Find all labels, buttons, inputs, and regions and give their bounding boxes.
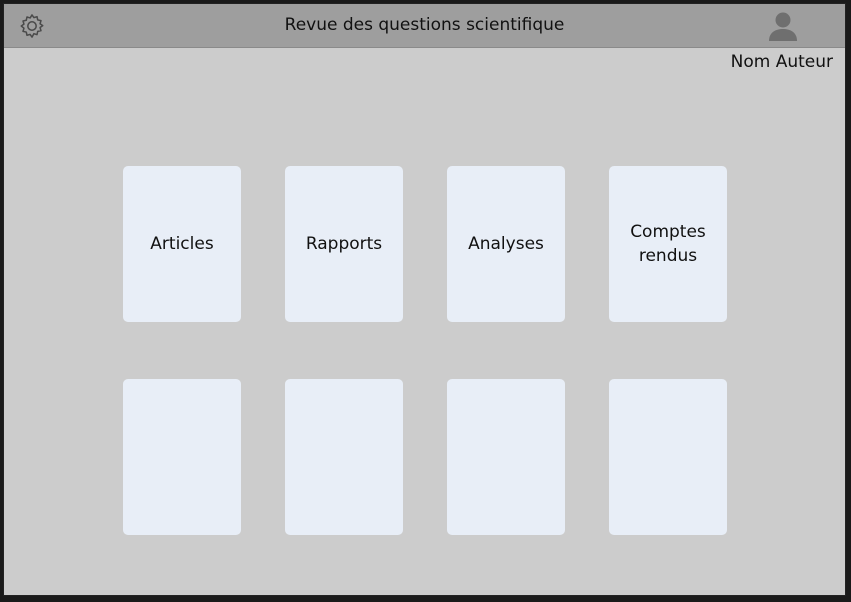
card-comptes-rendus[interactable]: Comptes rendus (609, 166, 727, 322)
card-analyses[interactable]: Analyses (447, 166, 565, 322)
app-window: Revue des questions scientifique Nom Aut… (3, 3, 846, 596)
gear-icon[interactable] (18, 12, 46, 40)
card-label: Rapports (305, 234, 383, 254)
card-rapports[interactable]: Rapports (285, 166, 403, 322)
card-articles[interactable]: Articles (123, 166, 241, 322)
user-icon[interactable] (768, 10, 798, 42)
card-label: Articles (150, 234, 214, 254)
card-empty-3[interactable] (447, 379, 565, 535)
author-name[interactable]: Nom Auteur (730, 52, 833, 72)
card-label: Comptes rendus (630, 222, 706, 266)
title-bar: Revue des questions scientifique (4, 4, 845, 48)
card-label: Analyses (468, 234, 544, 254)
card-empty-2[interactable] (285, 379, 403, 535)
page-title: Revue des questions scientifique (284, 15, 565, 35)
card-empty-1[interactable] (123, 379, 241, 535)
card-empty-4[interactable] (609, 379, 727, 535)
